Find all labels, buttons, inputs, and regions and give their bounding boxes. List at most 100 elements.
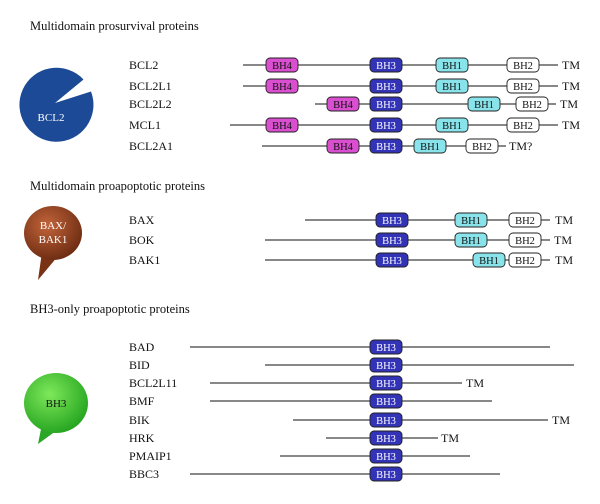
protein-label-bcl2l11: BCL2L11: [129, 376, 177, 390]
svg-text:BH3: BH3: [376, 361, 396, 372]
svg-text:BH1: BH1: [461, 236, 481, 247]
bcl2-pacman-icon: BCL2: [19, 67, 94, 142]
protein-row-pmaip1: PMAIP1 BH3: [129, 448, 470, 464]
domain-bh4-bcl2: BH4: [265, 57, 299, 73]
svg-text:BH1: BH1: [442, 61, 462, 72]
domain-bh3-bax: BH3: [375, 212, 409, 228]
domain-bh1-bak1: BH1: [472, 252, 506, 268]
protein-label-bad: BAD: [129, 340, 155, 354]
bax-icon-label-line1: BAX/: [40, 220, 67, 232]
domain-bh1-bcl2l1: BH1: [435, 78, 469, 94]
domain-bh3-bik: BH3: [369, 412, 403, 428]
domain-bh1-bcl2l2: BH1: [467, 96, 501, 112]
domain-bh4-bcl2l2: BH4: [326, 96, 360, 112]
svg-text:BH2: BH2: [515, 236, 535, 247]
domain-bh2-mcl1: BH2: [506, 117, 540, 133]
svg-text:BH3: BH3: [376, 142, 396, 153]
protein-label-bcl2l1: BCL2L1: [129, 79, 172, 93]
svg-text:BH1: BH1: [442, 82, 462, 93]
svg-text:BH3: BH3: [376, 452, 396, 463]
domain-bh3-hrk: BH3: [369, 430, 403, 446]
bh3-speech-bubble-icon: BH3: [24, 373, 88, 444]
svg-text:BH1: BH1: [461, 216, 481, 227]
svg-text:BH2: BH2: [522, 100, 542, 111]
bcl2-icon-label: BCL2: [38, 112, 65, 124]
svg-text:BH3: BH3: [376, 379, 396, 390]
protein-label-pmaip1: PMAIP1: [129, 449, 172, 463]
tm-label-bcl2l1: TM: [562, 79, 580, 93]
protein-row-bad: BAD BH3: [129, 339, 550, 355]
domain-bh2-bok: BH2: [508, 232, 542, 248]
protein-label-bok: BOK: [129, 233, 155, 247]
svg-text:BH2: BH2: [513, 82, 533, 93]
protein-row-bik: BIK BH3 TM: [129, 412, 570, 428]
protein-label-bmf: BMF: [129, 394, 155, 408]
domain-bh3-bcl2l11: BH3: [369, 375, 403, 391]
domain-bh2-bcl2: BH2: [506, 57, 540, 73]
svg-text:BH2: BH2: [472, 142, 492, 153]
svg-text:BH4: BH4: [333, 142, 354, 153]
svg-text:BH1: BH1: [479, 256, 499, 267]
protein-label-bcl2: BCL2: [129, 58, 158, 72]
svg-text:BH4: BH4: [272, 61, 293, 72]
svg-text:BH3: BH3: [382, 256, 402, 267]
protein-label-bid: BID: [129, 358, 150, 372]
domain-bh3-bcl2a1: BH3: [369, 138, 403, 154]
protein-row-bok: BOK BH3 BH1 BH2 TM: [129, 232, 572, 248]
domain-bh4-bcl2a1: BH4: [326, 138, 360, 154]
domain-bh1-bok: BH1: [454, 232, 488, 248]
protein-row-bak1: BAK1 BH3 BH1 BH2 TM: [129, 252, 573, 268]
protein-label-bik: BIK: [129, 413, 150, 427]
tm-label-mcl1: TM: [562, 118, 580, 132]
svg-text:BH3: BH3: [382, 236, 402, 247]
protein-label-bbc3: BBC3: [129, 467, 159, 481]
protein-label-bcl2l2: BCL2L2: [129, 97, 172, 111]
domain-bh3-bbc3: BH3: [369, 466, 403, 482]
svg-text:BH2: BH2: [515, 216, 535, 227]
svg-text:BH3: BH3: [376, 61, 396, 72]
domain-bh3-bmf: BH3: [369, 393, 403, 409]
protein-label-mcl1: MCL1: [129, 118, 161, 132]
domain-bh3-bid: BH3: [369, 357, 403, 373]
tm-label-bik: TM: [552, 413, 570, 427]
domain-bh1-bax: BH1: [454, 212, 488, 228]
protein-label-bak1: BAK1: [129, 253, 160, 267]
protein-row-mcl1: MCL1 BH4 BH3 BH1 BH2 TM: [129, 117, 580, 133]
svg-text:BH4: BH4: [333, 100, 354, 111]
protein-label-hrk: HRK: [129, 431, 155, 445]
svg-text:BH1: BH1: [442, 121, 462, 132]
svg-text:BH4: BH4: [272, 121, 293, 132]
protein-row-bcl2l11: BCL2L11 BH3 TM: [129, 375, 484, 391]
bax-icon-label-line2: BAK1: [39, 234, 68, 246]
domain-bh3-bok: BH3: [375, 232, 409, 248]
tm-label-bok: TM: [554, 233, 572, 247]
section-title-bh3-only: BH3-only proapoptotic proteins: [30, 302, 190, 316]
svg-text:BH3: BH3: [382, 216, 402, 227]
tm-label-bcl2l11: TM: [466, 376, 484, 390]
svg-text:BH4: BH4: [272, 82, 293, 93]
domain-bh1-mcl1: BH1: [435, 117, 469, 133]
svg-text:BH3: BH3: [376, 397, 396, 408]
domain-bh1-bcl2: BH1: [435, 57, 469, 73]
domain-bh2-bak1: BH2: [508, 252, 542, 268]
svg-text:BH3: BH3: [376, 121, 396, 132]
svg-text:BH1: BH1: [474, 100, 494, 111]
domain-bh4-bcl2l1: BH4: [265, 78, 299, 94]
tm-label-bcl2l2: TM: [560, 97, 578, 111]
protein-row-bid: BID BH3: [129, 357, 574, 373]
domain-bh3-mcl1: BH3: [369, 117, 403, 133]
domain-bh3-pmaip1: BH3: [369, 448, 403, 464]
tm-label-bcl2a1: TM?: [509, 139, 532, 153]
tm-label-bak1: TM: [555, 253, 573, 267]
section-title-proapoptotic: Multidomain proapoptotic proteins: [30, 179, 205, 193]
protein-label-bax: BAX: [129, 213, 155, 227]
domain-bh3-bad: BH3: [369, 339, 403, 355]
protein-row-bbc3: BBC3 BH3: [129, 466, 500, 482]
section-title-prosurvival: Multidomain prosurvival proteins: [30, 19, 199, 33]
domain-bh2-bcl2l2: BH2: [515, 96, 549, 112]
